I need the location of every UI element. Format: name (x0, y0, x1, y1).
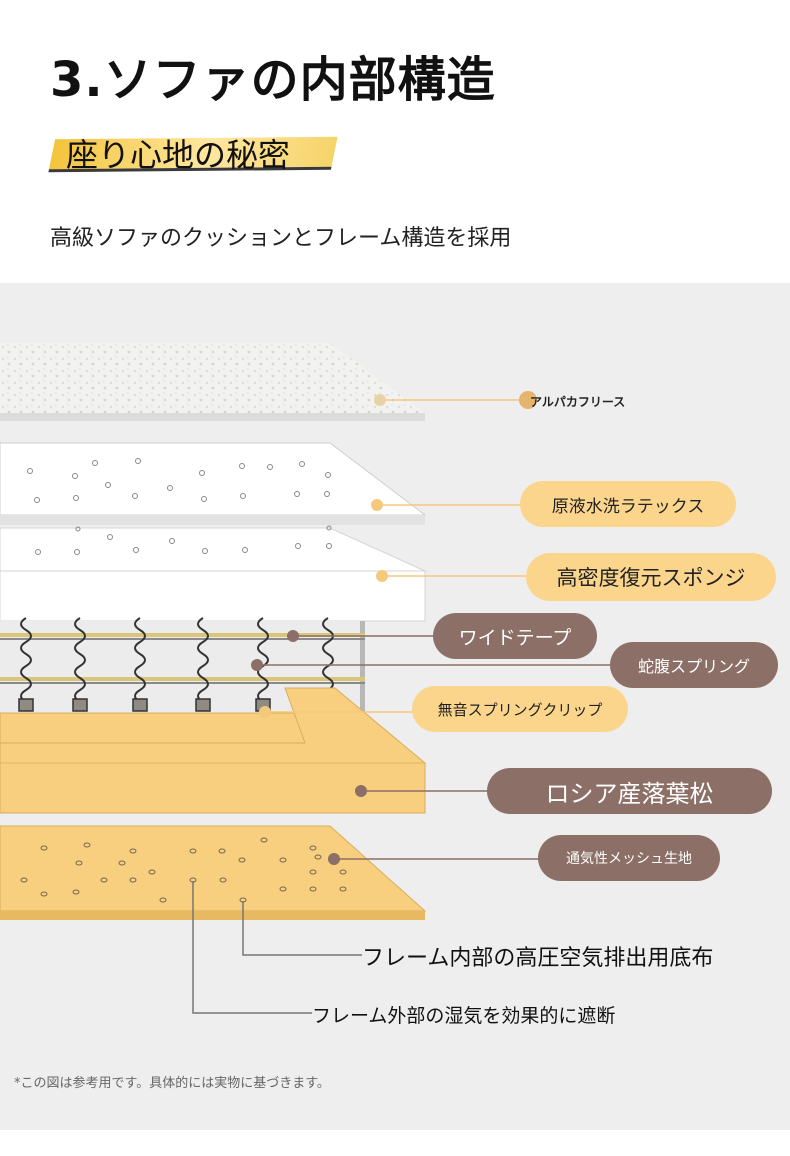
layer-mesh (0, 825, 427, 920)
label-spring-clip-text: 無音スプリングクリップ (437, 700, 603, 719)
layer-wood-frame (0, 687, 427, 814)
subtitle-banner: 座り心地の秘密 (48, 130, 340, 176)
label-alpaca-fleece-text: アルパカフリース (530, 394, 626, 409)
annotation-inner-frame: フレーム内部の高圧空気排出用底布 (362, 946, 714, 971)
label-spring-clip: 無音スプリングクリップ (412, 686, 628, 732)
label-larch-wood: ロシア産落葉松 (487, 768, 772, 814)
label-mesh-fabric-text: 通気性メッシュ生地 (566, 851, 692, 867)
leader-dots (251, 391, 537, 865)
label-larch-wood-text: ロシア産落葉松 (545, 779, 714, 808)
label-alpaca-fleece: アルパカフリース (530, 389, 625, 413)
sofa-structure-diagram (0, 343, 612, 1014)
label-sponge-text: 高密度復元スポンジ (556, 566, 746, 590)
layer-sponge (0, 525, 426, 622)
label-latex-text: 原液水洗ラテックス (551, 496, 705, 517)
layer-latex (0, 442, 427, 525)
lead-text: 高級ソファのクッションとフレーム構造を採用 (50, 226, 512, 251)
label-wide-tape: ワイドテープ (433, 613, 597, 659)
label-wide-tape-text: ワイドテープ (458, 626, 572, 649)
subtitle-text: 座り心地の秘密 (66, 136, 291, 174)
label-mesh-fabric: 通気性メッシュ生地 (538, 835, 720, 881)
leader-lines (192, 399, 612, 1014)
label-sponge: 高密度復元スポンジ (526, 553, 776, 601)
disclaimer-note: *この図は参考用です。具体的には実物に基づきます。 (14, 1076, 330, 1091)
label-latex: 原液水洗ラテックス (520, 481, 736, 527)
structure-panel: アルパカフリース 原液水洗ラテックス 高密度復元スポンジ ワイドテープ 蛇腹スプ… (0, 283, 790, 1130)
page-title: 3.ソファの内部構造 (50, 52, 496, 108)
label-serpentine-spring-text: 蛇腹スプリング (637, 657, 750, 676)
layer-fleece (0, 343, 425, 421)
label-serpentine-spring: 蛇腹スプリング (610, 642, 778, 688)
annotation-outer-frame: フレーム外部の湿気を効果的に遮断 (312, 1005, 616, 1027)
